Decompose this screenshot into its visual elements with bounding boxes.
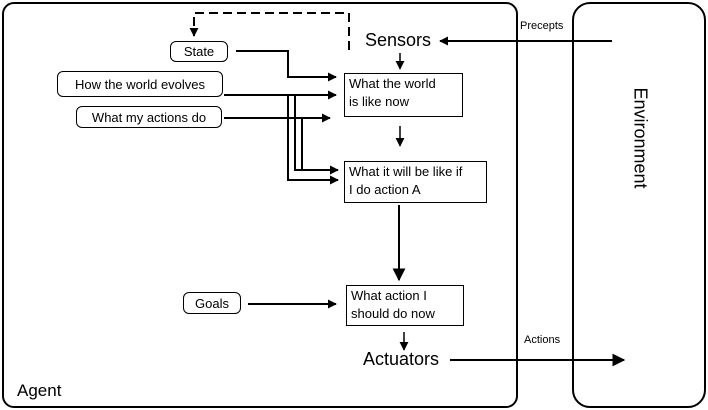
state-label: State bbox=[170, 41, 228, 62]
actuators-label: Actuators bbox=[363, 349, 440, 369]
environment-label: Environment bbox=[630, 87, 651, 189]
world-evolves-label: How the world evolves bbox=[57, 71, 223, 97]
agent-frame bbox=[2, 2, 518, 408]
actions-do-label: What my actions do bbox=[76, 106, 222, 128]
state-to-world-arrow bbox=[236, 50, 337, 82]
will-be-box: What it will be like if I do action A bbox=[344, 161, 487, 203]
action-line2: should do now bbox=[351, 306, 435, 321]
world-now-box: What the world is like now bbox=[344, 73, 463, 117]
sensors-label: Sensors bbox=[365, 30, 432, 50]
world-now-line1: What the world bbox=[349, 76, 436, 91]
action-line1: What action I bbox=[351, 288, 427, 303]
goals-label: Goals bbox=[183, 292, 241, 314]
actions-label: Actions bbox=[524, 334, 561, 346]
action-box: What action I should do now bbox=[346, 285, 464, 326]
environment-frame bbox=[572, 2, 706, 408]
world-now-line2: is like now bbox=[349, 94, 409, 109]
will-be-line1: What it will be like if bbox=[349, 164, 463, 179]
percepts-label: Precepts bbox=[520, 20, 564, 32]
agent-label: Agent bbox=[17, 381, 62, 400]
will-be-line2: I do action A bbox=[349, 182, 421, 197]
state-feedback-dashed-line bbox=[189, 12, 350, 50]
actions-do-to-will-be-arrow bbox=[287, 95, 339, 185]
world-evolves-to-will-be-arrow bbox=[294, 95, 339, 175]
